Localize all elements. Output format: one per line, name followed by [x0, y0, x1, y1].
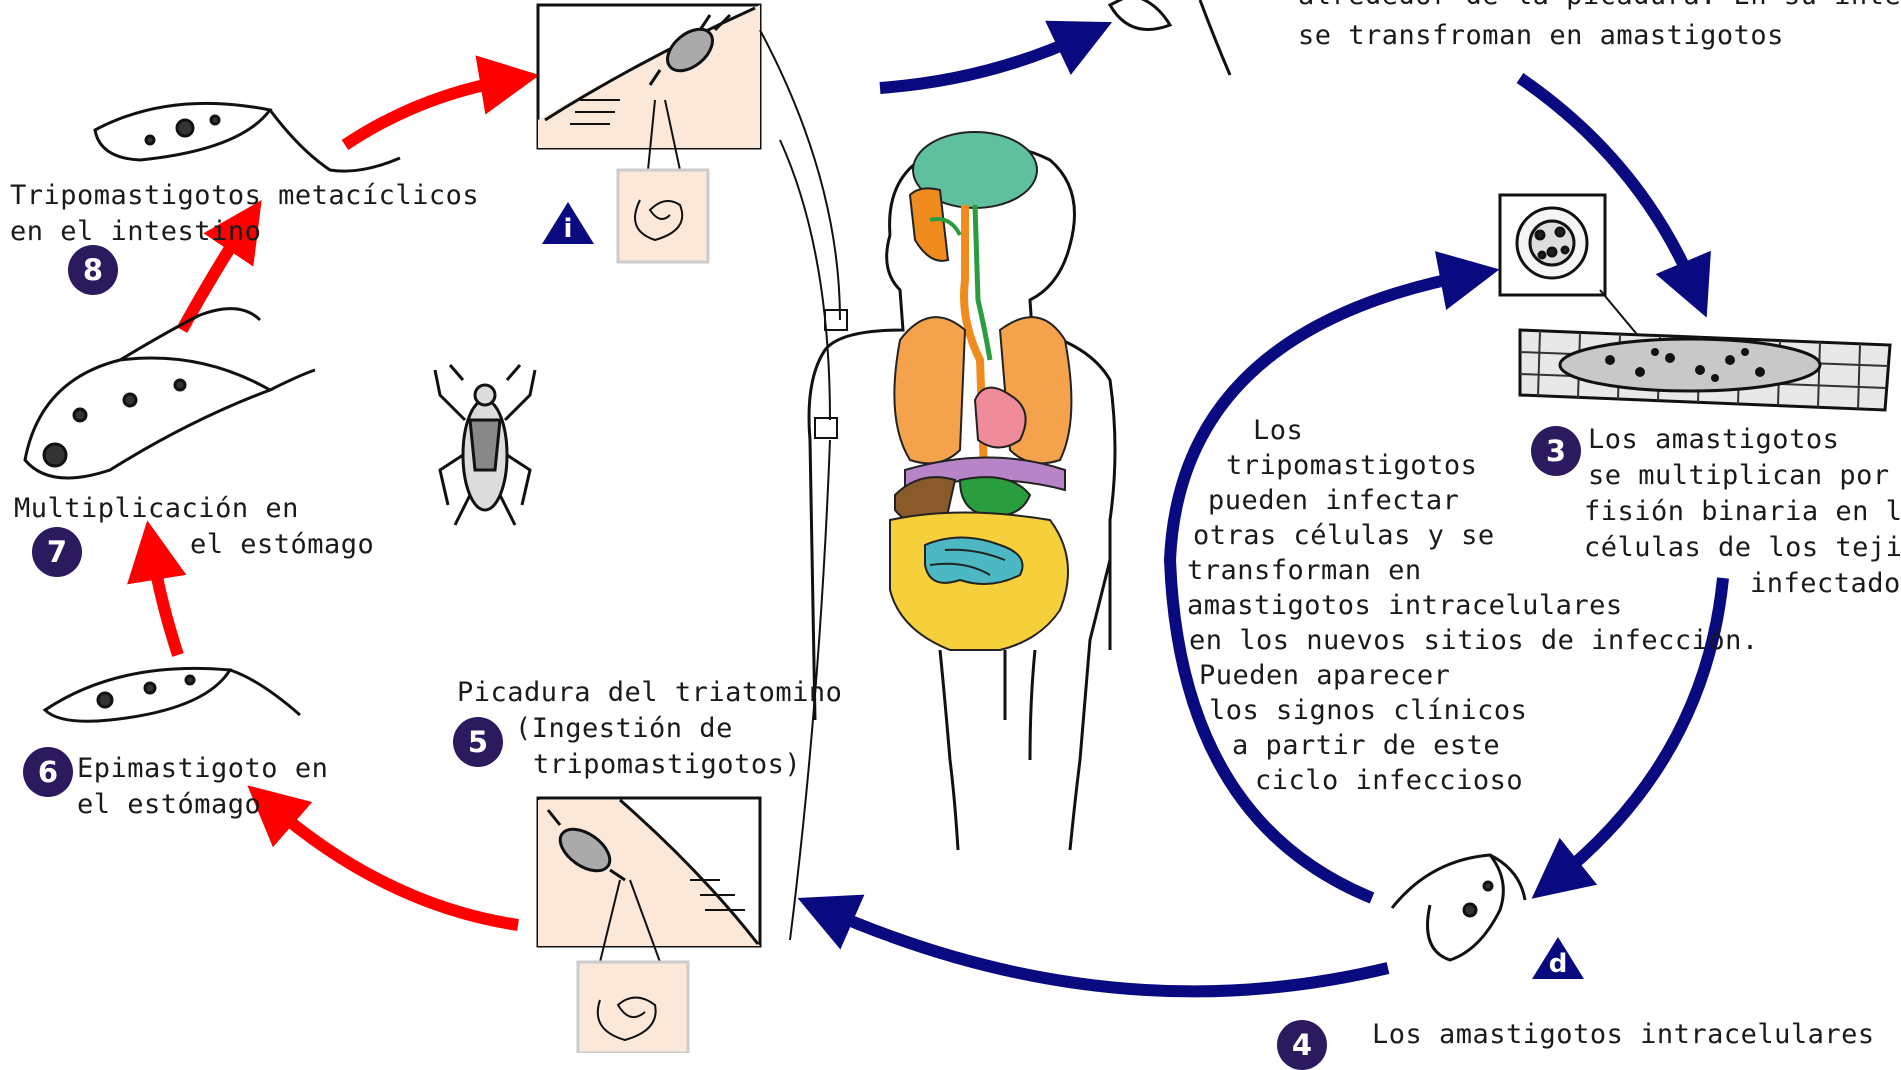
stage-6-label-line1: Epimastigoto en: [77, 751, 328, 787]
center-note-line7: en los nuevos sitios de infección.: [1189, 623, 1759, 659]
stage-7-label-line1: Multiplicación en: [14, 491, 299, 527]
epimastigote-multiplying-icon: [25, 309, 315, 478]
stage-8-label-line1: Tripomastigotos metacíclicos: [10, 178, 479, 214]
center-note-line11: ciclo infeccioso: [1255, 763, 1523, 799]
trypomastigote-blood-icon: [1110, 0, 1230, 75]
center-note-line8: Pueden aparecer: [1199, 658, 1450, 694]
stage-4-label-line1: Los amastigotos intracelulares: [1372, 1017, 1875, 1053]
stage-badge-6: 6: [23, 747, 73, 797]
stage-5-label-line2: (Ingestión de: [515, 711, 733, 747]
center-note-line10: a partir de este: [1232, 728, 1500, 764]
stage-7-label-line2: el estómago: [190, 527, 374, 563]
center-note-line3: pueden infectar: [1208, 483, 1459, 519]
arrow-i-to-2: [880, 35, 1085, 88]
stage-3-label-line4: células de los tejidos: [1584, 530, 1901, 566]
center-note-line6: amastigotos intracelulares: [1187, 588, 1623, 624]
diagnostic-stage-marker: d: [1530, 935, 1586, 981]
stage-badge-3: 3: [1531, 426, 1581, 476]
stage-badge-7: 7: [32, 527, 82, 577]
marker-label-d: d: [1530, 949, 1586, 979]
stage-3-label-line2: se multiplican por: [1588, 458, 1890, 494]
center-note-line4: otras células y se: [1193, 518, 1495, 554]
infective-stage-marker: i: [540, 200, 596, 246]
arrow-4-to-5: [825, 910, 1388, 991]
stage-3-label-line3: fisión binaria en las: [1584, 494, 1901, 530]
stage-6-label-line2: el estómago: [77, 787, 261, 823]
arrow-8-to-i: [345, 80, 510, 145]
center-note-line2: tripomastigotos: [1226, 448, 1477, 484]
infected-cell-inset: [1500, 195, 1650, 350]
stage-5-label-line1: Picadura del triatomino: [457, 675, 842, 711]
bite-inset-bottom: [538, 798, 760, 1053]
stage-badge-8: 8: [68, 245, 118, 295]
stage-2-label-line1: alrededor de la picadura. En su interior: [1298, 0, 1901, 14]
center-note-line5: transforman en: [1187, 553, 1422, 589]
stage-5-label-line3: tripomastigotos): [533, 747, 801, 783]
marker-label-i: i: [540, 214, 596, 244]
infected-tissue-icon: [1520, 330, 1890, 410]
trypomastigote-released-icon: [1392, 855, 1525, 960]
stage-badge-4: 4: [1277, 1020, 1327, 1070]
human-body-illustration: [760, 30, 1115, 940]
stage-3-label-line5: infectados: [1750, 566, 1901, 602]
stage-2-label-line2: se transfroman en amastigotos: [1298, 18, 1784, 54]
center-note-line1: Los: [1253, 413, 1303, 449]
center-note-line9: los signos clínicos: [1209, 693, 1527, 729]
triatomine-bug-icon: [435, 365, 535, 525]
stage-badge-5: 5: [453, 717, 503, 767]
arrow-6-to-7: [152, 550, 178, 655]
stage-8-label-line2: en el intestino: [10, 214, 261, 250]
stage-3-label-line1: Los amastigotos: [1588, 422, 1839, 458]
arrow-5-to-6: [270, 805, 518, 925]
epimastigote-icon: [45, 668, 300, 721]
